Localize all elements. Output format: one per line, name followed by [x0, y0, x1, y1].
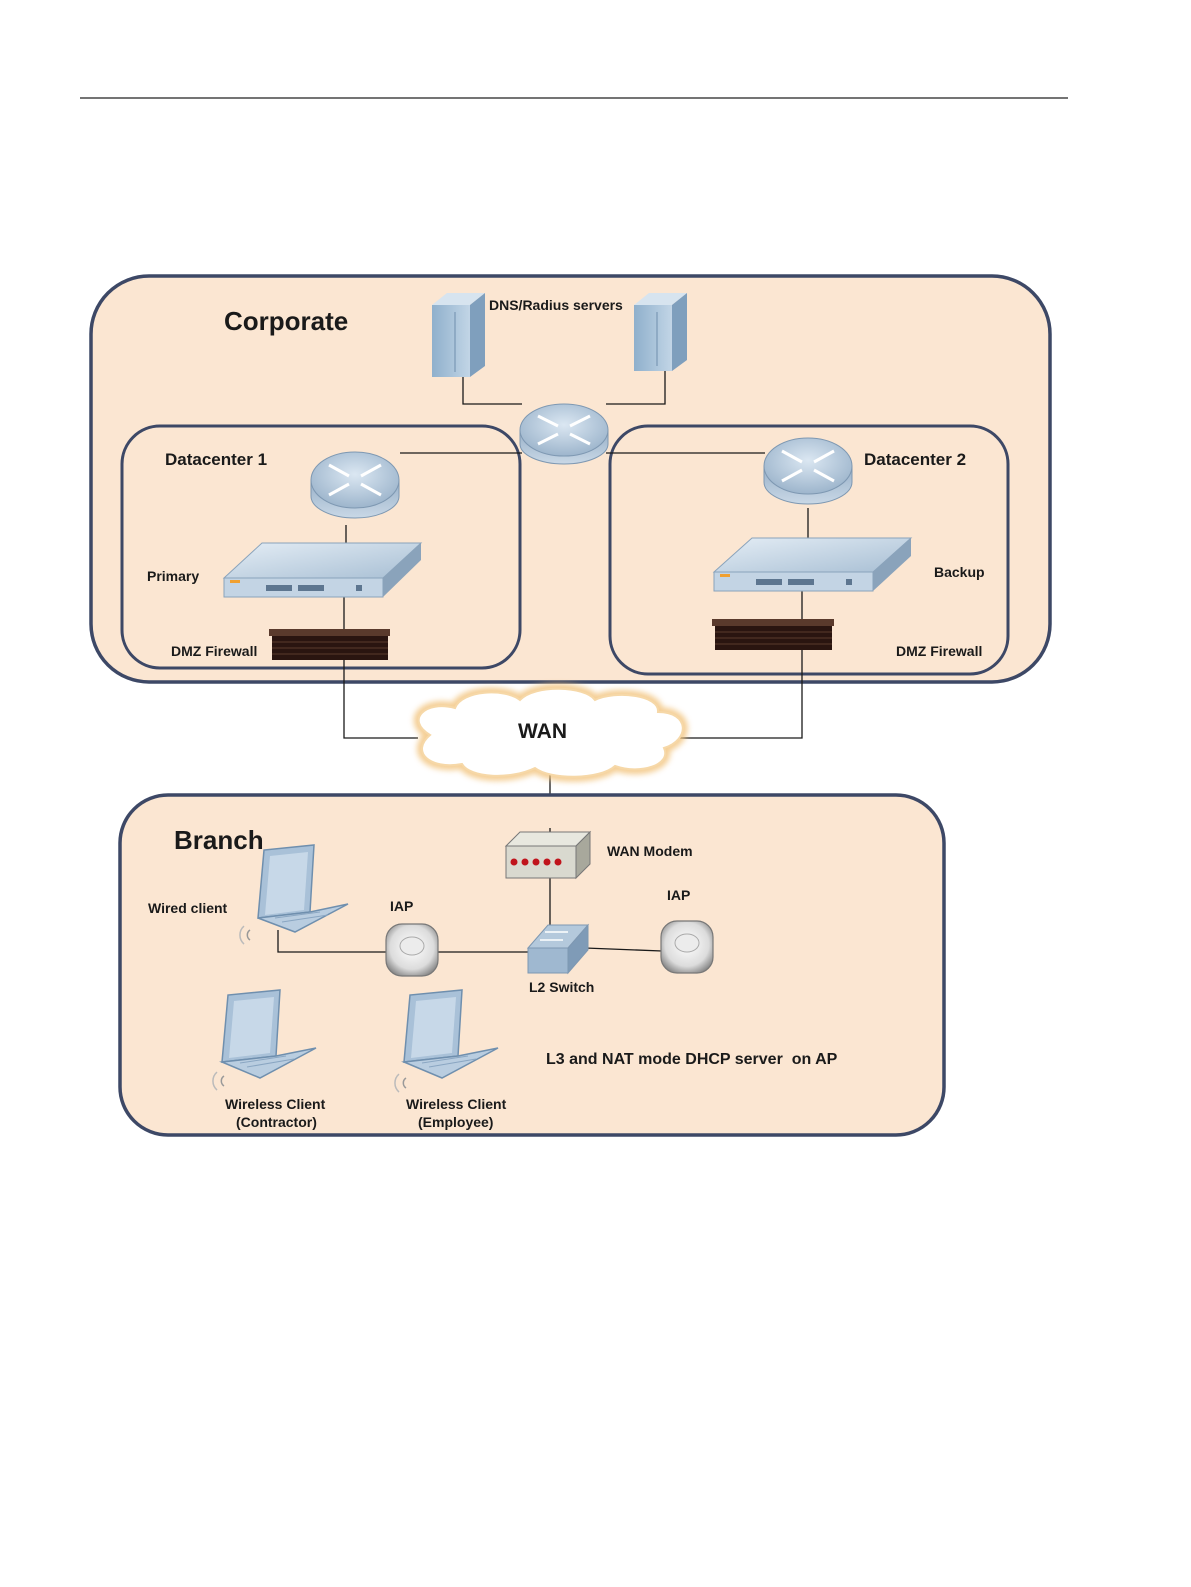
server-right-icon — [634, 293, 687, 371]
branch-title: Branch — [174, 825, 264, 855]
wireless-employee-label-line1: Wireless Client — [406, 1096, 507, 1112]
backup-label: Backup — [934, 564, 985, 580]
datacenter-2-title: Datacenter 2 — [864, 450, 966, 469]
wan-modem-label: WAN Modem — [607, 843, 693, 859]
datacenter-1-title: Datacenter 1 — [165, 450, 267, 469]
dns-radius-servers-label: DNS/Radius servers — [489, 297, 623, 313]
dc2-firewall-label: DMZ Firewall — [896, 643, 982, 659]
iap-right-icon — [661, 921, 713, 973]
dc1-firewall-icon — [269, 629, 390, 660]
corporate-title: Corporate — [224, 306, 348, 336]
wan-modem-icon — [506, 832, 590, 878]
wireless-contractor-label-line1: Wireless Client — [225, 1096, 326, 1112]
dc1-router-icon — [311, 452, 399, 518]
l2-switch-label: L2 Switch — [529, 979, 594, 995]
backup-controller-icon — [714, 538, 911, 591]
core-router-icon — [520, 404, 608, 464]
wireless-employee-label-line2: (Employee) — [418, 1114, 493, 1130]
iap-left-label: IAP — [390, 898, 413, 914]
dc2-router-icon — [764, 438, 852, 504]
dhcp-note-label: L3 and NAT mode DHCP server on AP — [546, 1051, 838, 1068]
dc1-firewall-label: DMZ Firewall — [171, 643, 257, 659]
iap-left-icon — [386, 924, 438, 976]
wired-client-label: Wired client — [148, 900, 228, 916]
wireless-contractor-label-line2: (Contractor) — [236, 1114, 317, 1130]
dc2-firewall-icon — [712, 619, 834, 650]
server-left-icon — [432, 293, 485, 377]
iap-right-label: IAP — [667, 887, 690, 903]
primary-label: Primary — [147, 568, 199, 584]
wan-label: WAN — [518, 720, 567, 743]
